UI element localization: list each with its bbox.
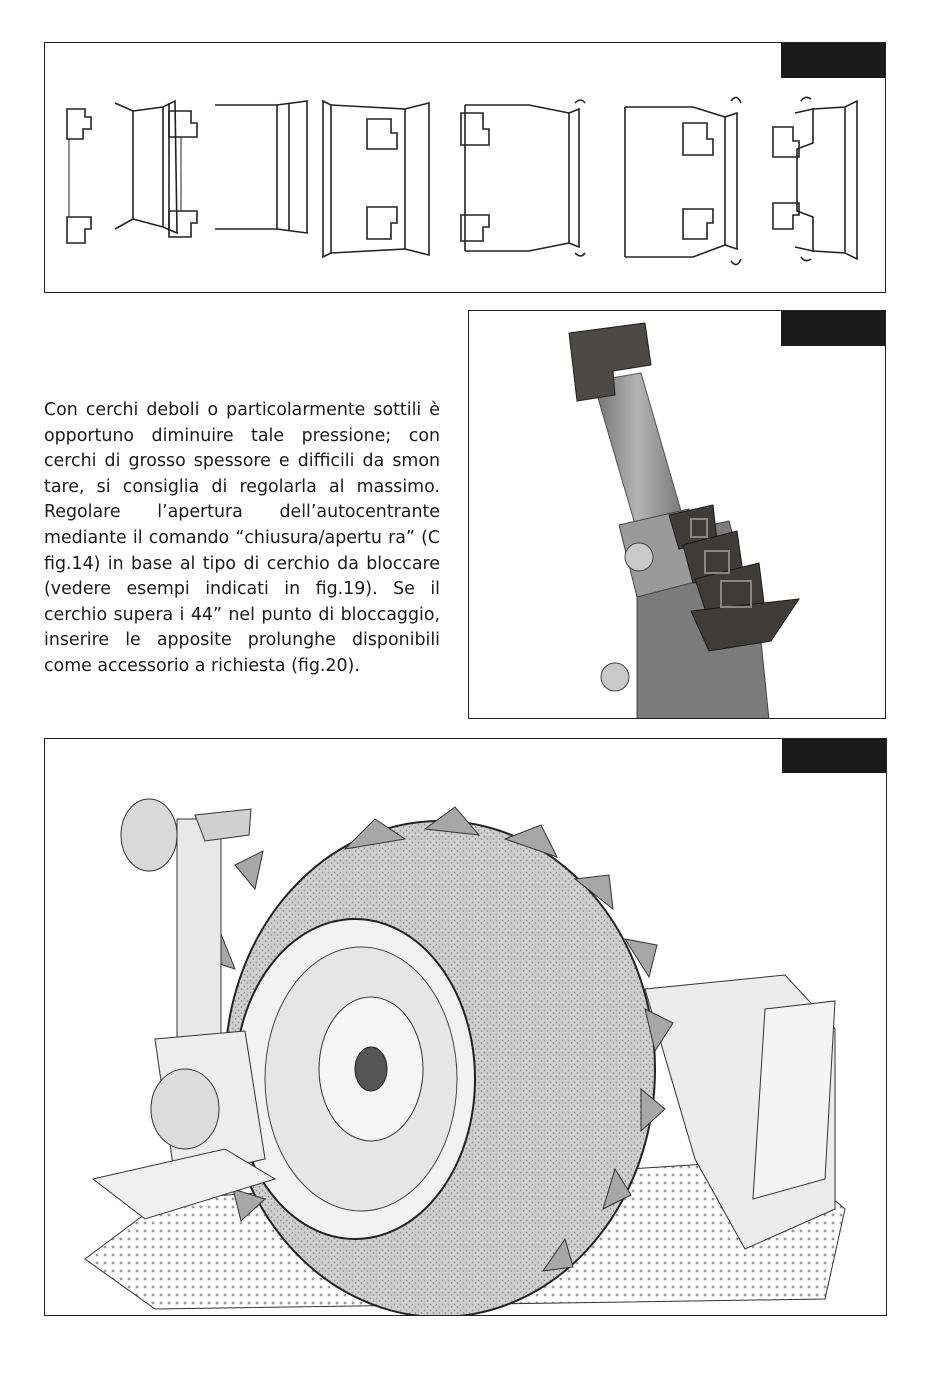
bolt-head-lower	[600, 662, 630, 692]
rim-profile-2	[168, 100, 308, 238]
figure-jaw-extension-photo	[468, 310, 886, 719]
rim-profile-4	[460, 99, 586, 257]
bolt-head-upper	[624, 542, 654, 572]
jaw-extension-illustration	[568, 322, 801, 718]
figure-machine-overview	[44, 738, 887, 1316]
rim-profile-5	[624, 96, 742, 266]
top-jaw-block	[568, 322, 652, 402]
rim-profile-6	[772, 96, 858, 262]
figure-label-bar	[781, 43, 885, 78]
body-paragraph-container: Con cerchi deboli o particolarmente sott…	[44, 398, 440, 680]
figure-label-bar	[782, 739, 886, 773]
figure-label-bar	[781, 311, 885, 346]
left-column	[176, 818, 222, 1060]
rim-profile-1	[66, 99, 178, 244]
bead-breaker-disc	[120, 798, 178, 872]
body-paragraph: Con cerchi deboli o particolarmente sott…	[44, 400, 440, 676]
wheel-hub	[354, 1046, 388, 1092]
figure-rim-clamping-examples	[44, 42, 886, 293]
tyre-changer-illustration	[84, 798, 846, 1315]
rim-profiles-drawing	[66, 96, 858, 266]
pedal-tray	[91, 1148, 277, 1220]
rim-profile-3	[322, 99, 430, 259]
